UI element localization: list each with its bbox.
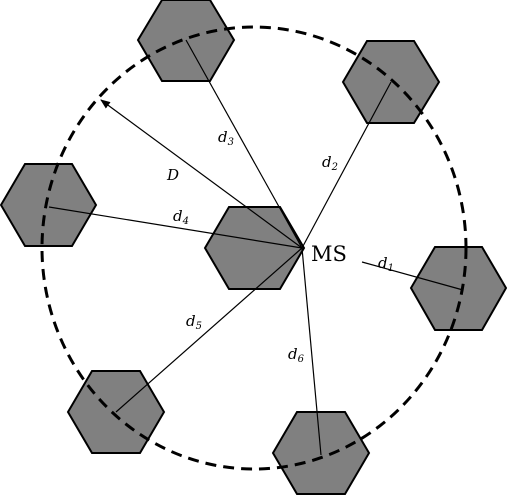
radius-arrow-D <box>100 99 303 249</box>
distance-label-d2: d2 <box>322 153 338 173</box>
distance-label-d4: d4 <box>173 207 189 227</box>
distance-label-d5: d5 <box>186 312 202 332</box>
distance-label-d3: d3 <box>218 128 234 148</box>
cell-hexagon-4 <box>0 163 98 247</box>
ms-label: MS <box>311 242 347 266</box>
distance-line-d2 <box>301 81 392 249</box>
distance-line-d3 <box>185 39 303 249</box>
dashed-coverage-circle <box>40 25 468 471</box>
distance-label-d6: d6 <box>288 345 305 365</box>
distance-label-d1: d1 <box>378 254 394 274</box>
distance-line-d5 <box>115 247 303 413</box>
distance-line-d6 <box>301 247 322 456</box>
radius-label-D: D <box>166 166 179 184</box>
distance-line-d1 <box>361 261 464 291</box>
distance-line-d4 <box>48 206 303 249</box>
serving-cell-hexagon <box>203 206 306 290</box>
